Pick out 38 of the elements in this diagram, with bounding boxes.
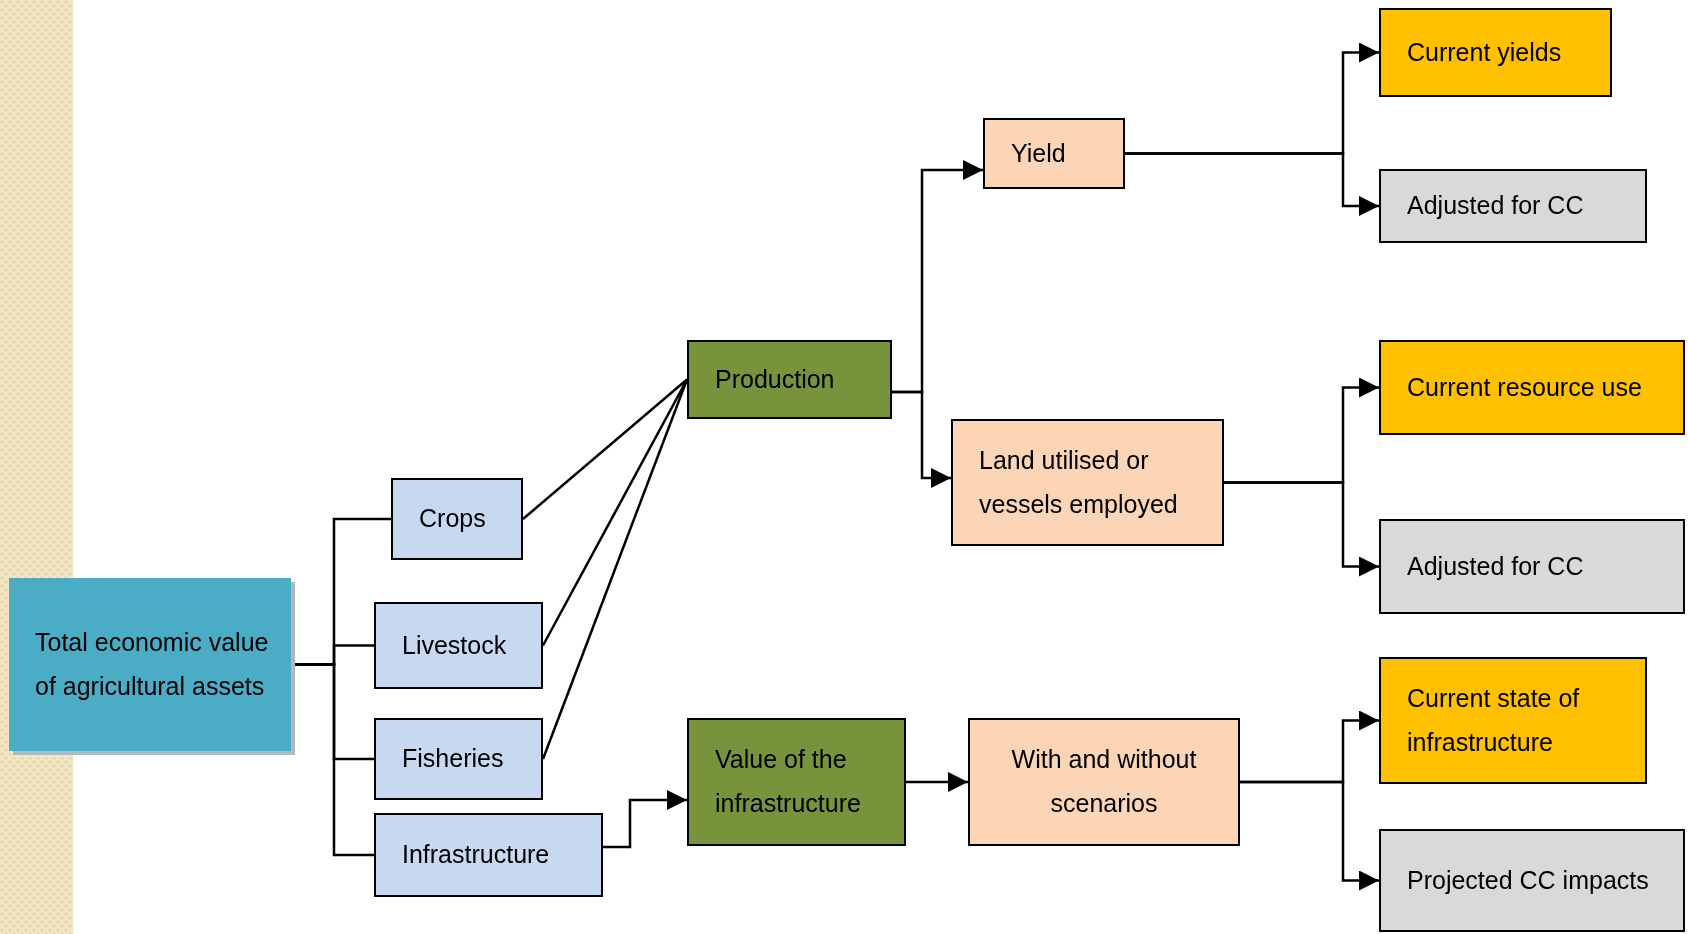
arrow: [1240, 780, 1379, 891]
box-label: Adjusted for CC: [1407, 190, 1584, 222]
process-box: [687, 718, 906, 846]
outcome-box: [1379, 8, 1612, 97]
box-label: Total economic value of agricultural assets: [35, 626, 270, 702]
box-label: Livestock: [402, 629, 507, 661]
outcome-box: [1379, 519, 1685, 614]
outcome-box: [1379, 657, 1647, 784]
arrow: [892, 390, 951, 488]
box-label: Current resource use: [1407, 371, 1642, 403]
process-box: [968, 718, 1240, 846]
box-label: Projected CC impacts: [1407, 864, 1649, 896]
box-label: Crops: [419, 503, 486, 535]
box-label: Fisheries: [402, 743, 504, 775]
box-label: Current yields: [1407, 36, 1562, 68]
arrow: [906, 772, 968, 792]
box-label: Land utilised or vessels employed: [979, 444, 1179, 520]
box-label: Yield: [1011, 137, 1066, 169]
arrow: [603, 790, 687, 849]
arrow: [1224, 481, 1379, 577]
box-label: Production: [715, 363, 835, 395]
box-label: Value of the infrastructure: [715, 744, 862, 819]
box-label: Current state of infrastructure: [1407, 682, 1581, 758]
box-label: Adjusted for CC: [1407, 550, 1584, 582]
outcome-box: [1379, 829, 1685, 932]
process-box: [687, 340, 892, 419]
category-box: [374, 718, 543, 800]
category-box: [374, 602, 543, 689]
category-box: [391, 478, 523, 560]
arrow: [1125, 152, 1379, 216]
connector-line: [522, 378, 688, 520]
process-box: [983, 118, 1125, 189]
outcome-box: [1379, 169, 1647, 243]
box-label: With and without scenarios: [1010, 744, 1198, 819]
outcome-box: [1379, 340, 1685, 435]
box-label: Infrastructure: [402, 839, 550, 871]
category-box: [374, 813, 603, 897]
process-box: [951, 419, 1224, 546]
